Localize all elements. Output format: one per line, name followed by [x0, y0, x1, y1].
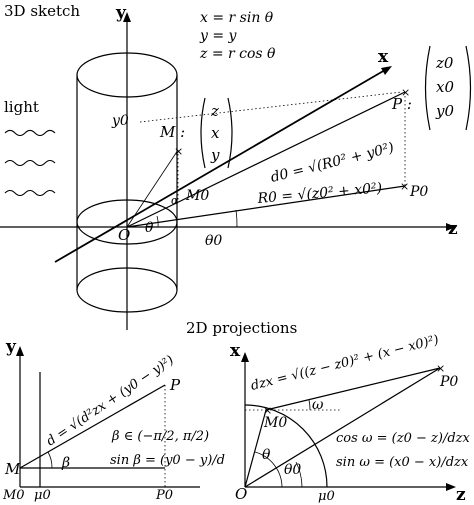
m-vector-z: z — [210, 102, 219, 120]
p0-point-mark-2d: × — [436, 362, 445, 375]
light-wave-3 — [4, 189, 56, 197]
theta0-arc-2d — [295, 461, 303, 488]
x-axis-3d-label: x — [378, 47, 389, 67]
beta-range: β ∈ (−π/2, π/2) — [111, 429, 209, 444]
ray-o-to-p0 — [126, 185, 406, 228]
y0-guide — [139, 91, 403, 123]
y-axis-2d-arrow — [16, 346, 24, 356]
m0-point-mark-2d: × — [263, 404, 272, 417]
p-vector-y0: y0 — [435, 102, 454, 120]
projections-title: 2D projections — [186, 319, 297, 337]
theta0-label-2d: θ0 — [284, 462, 301, 478]
ray-o-to-m — [126, 149, 179, 228]
x-axis-2d-label: x — [230, 341, 241, 361]
sin-beta-formula: sin β = (y0 − y)/d — [110, 453, 225, 468]
origin-2d-label: O — [235, 485, 247, 503]
cos-omega-formula: cos ω = (z0 − z)/dzx — [336, 431, 470, 446]
m0-to-p0-2d — [265, 367, 441, 411]
p0-point-mark: × — [400, 180, 409, 193]
p-vector-x0: x0 — [436, 78, 454, 96]
z-axis-3d-arrow — [446, 223, 456, 231]
mu0-label-right: μ0 — [318, 489, 335, 504]
radius-arc-2d — [244, 404, 328, 488]
m-point-mark: × — [174, 145, 183, 158]
sin-omega-formula: sin ω = (x0 − x)/dzx — [336, 455, 469, 470]
sketch-title: 3D sketch — [4, 2, 80, 20]
x-axis-3d — [54, 69, 386, 263]
m-vector-x: x — [211, 124, 220, 142]
light-label: light — [4, 98, 39, 116]
p0-label-2d: P0 — [439, 374, 458, 390]
equation-x: x = r sin θ — [200, 10, 274, 26]
d0-formula: d0 = √(R0² + y0²) — [269, 140, 396, 186]
y-axis-2d-label: y — [5, 337, 17, 357]
light-wave-1 — [4, 129, 56, 137]
mu0-label-left: μ0 — [34, 488, 51, 503]
m0-label-2d: M0 — [263, 415, 287, 431]
x-axis-2d-arrow — [241, 352, 249, 362]
theta-label-3d: θ — [145, 220, 154, 236]
equation-z: z = r cos θ — [199, 46, 276, 62]
p-label-3d: P : — [391, 95, 412, 113]
p0-label-3d: P0 — [409, 184, 428, 200]
p-label-left: P — [169, 376, 181, 394]
ray-m-to-p-left — [19, 384, 166, 469]
ray-o-to-p — [126, 91, 406, 228]
theta0-arc-3d — [235, 209, 238, 228]
theta0-label-3d: θ0 — [205, 233, 222, 249]
alpha-label: α — [171, 194, 179, 207]
m0-label-3d: M0 — [185, 188, 209, 204]
p-vector-z0: z0 — [435, 54, 454, 72]
m-vector-y: y — [210, 146, 220, 164]
x-axis-3d-arrow — [381, 66, 392, 75]
omega-label: ω — [312, 397, 324, 413]
m-vector-left-paren — [200, 97, 206, 169]
origin-3d-label: O — [118, 226, 130, 244]
m-vector-right-paren — [227, 97, 233, 169]
m-label-3d: M : — [159, 123, 185, 141]
ray-o-to-m0-2d — [244, 409, 267, 488]
p0-label-left: P0 — [155, 488, 173, 503]
p-point-mark: × — [401, 86, 410, 99]
ray-o-to-p0-2d — [244, 367, 441, 488]
theta-arc-2d — [254, 451, 283, 488]
z-axis-3d-label: z — [448, 219, 458, 239]
theta-arc-3d — [156, 215, 159, 228]
light-wave-2 — [4, 159, 56, 167]
z-axis-2d-label: z — [456, 485, 466, 505]
y-axis-3d-arrow — [123, 12, 131, 22]
beta-arc — [47, 451, 53, 469]
m-label-left: M — [4, 460, 21, 478]
z-axis-2d-arrow — [446, 483, 456, 491]
beta-label: β — [61, 455, 70, 471]
p-vector-right-paren — [465, 45, 472, 131]
equation-y: y = y — [199, 28, 238, 44]
theta-label-2d: θ — [262, 447, 271, 463]
y-axis-3d-label: y — [115, 3, 127, 23]
p-vector-left-paren — [424, 45, 431, 131]
y0-label-3d: y0 — [111, 113, 129, 129]
omega-arc — [308, 399, 311, 411]
m0-label-left: M0 — [2, 488, 25, 503]
